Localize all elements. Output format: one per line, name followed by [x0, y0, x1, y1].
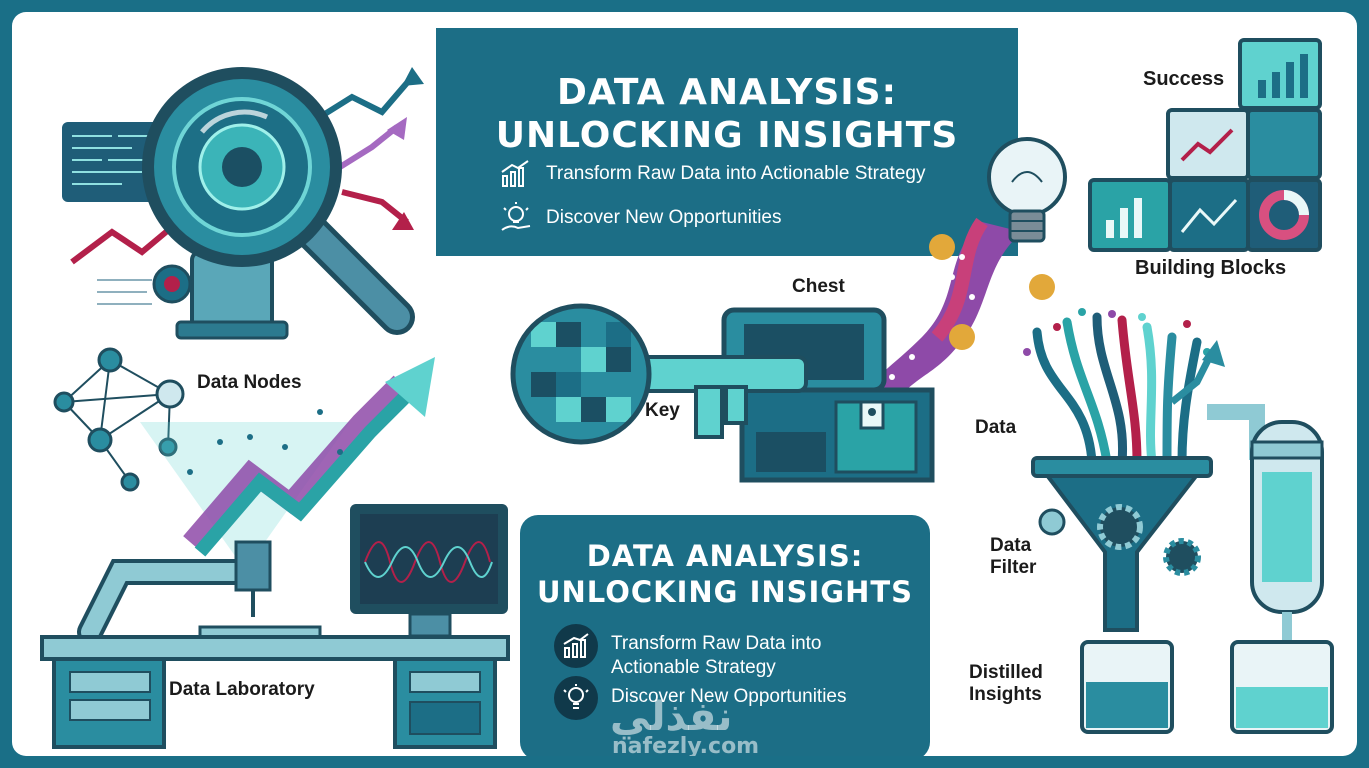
top-title-line2: UNLOCKING INSIGHTS	[495, 115, 959, 156]
bottom-bullet-1-line2: Actionable Strategy	[611, 657, 776, 678]
bottom-bullet-1-text: Transform Raw Data into Actionable Strat…	[611, 632, 821, 680]
top-title-panel: DATA ANALYSIS: UNLOCKING INSIGHTS	[436, 28, 1018, 256]
lightbulb-icon	[563, 684, 589, 709]
bottom-bullet-2-icon	[554, 676, 598, 720]
magnifier-illustration	[62, 67, 424, 340]
growth-chart-icon	[501, 160, 529, 187]
lightbulb-hand-icon	[501, 202, 531, 231]
bottom-bullet-1-icon	[554, 624, 598, 668]
top-bullet-1: Transform Raw Data into Actionable Strat…	[500, 160, 925, 188]
top-title-line1: DATA ANALYSIS:	[556, 72, 897, 113]
data-lab-illustration	[40, 347, 510, 749]
bottom-bullet-2-text: Discover New Opportunities	[611, 686, 847, 707]
top-bullet-2: Discover New Opportunities	[500, 202, 781, 234]
label-key: Key	[645, 400, 680, 421]
label-building-blocks: Building Blocks	[1135, 257, 1287, 279]
label-data-filter-line1: Data	[990, 535, 1032, 556]
infographic-canvas: DATA ANALYSIS: UNLOCKING INSIGHTS Transf…	[12, 12, 1357, 756]
bottom-title-line1: DATA ANALYSIS:	[586, 539, 864, 573]
top-bullet-2-text: Discover New Opportunities	[546, 207, 782, 228]
label-distilled-insights: Distilled Insights	[969, 662, 1043, 706]
insight-stream-illustration	[852, 137, 1067, 407]
label-data-nodes: Data Nodes	[197, 372, 302, 393]
growth-chart-icon	[563, 633, 589, 658]
key-chest-illustration	[510, 303, 935, 483]
watermark-arabic: نفذلي	[610, 694, 733, 740]
label-data-laboratory: Data Laboratory	[169, 679, 315, 700]
watermark-domain: nafezly.com	[612, 734, 760, 756]
label-data-filter-line2: Filter	[990, 556, 1037, 578]
label-distilled-line2: Insights	[969, 683, 1042, 705]
puzzle-blocks-illustration	[1088, 38, 1322, 252]
label-distilled-line1: Distilled	[969, 662, 1043, 683]
bottom-title-line2: UNLOCKING INSIGHTS	[536, 575, 914, 609]
bottom-bullet-1-line1: Transform Raw Data into	[611, 633, 822, 654]
label-data: Data	[975, 417, 1017, 438]
top-bullet-1-text: Transform Raw Data into Actionable Strat…	[546, 163, 926, 184]
distillation-illustration	[1023, 308, 1334, 734]
label-chest: Chest	[792, 276, 845, 297]
label-data-filter: Data Filter	[990, 535, 1036, 579]
label-success: Success	[1143, 68, 1225, 90]
